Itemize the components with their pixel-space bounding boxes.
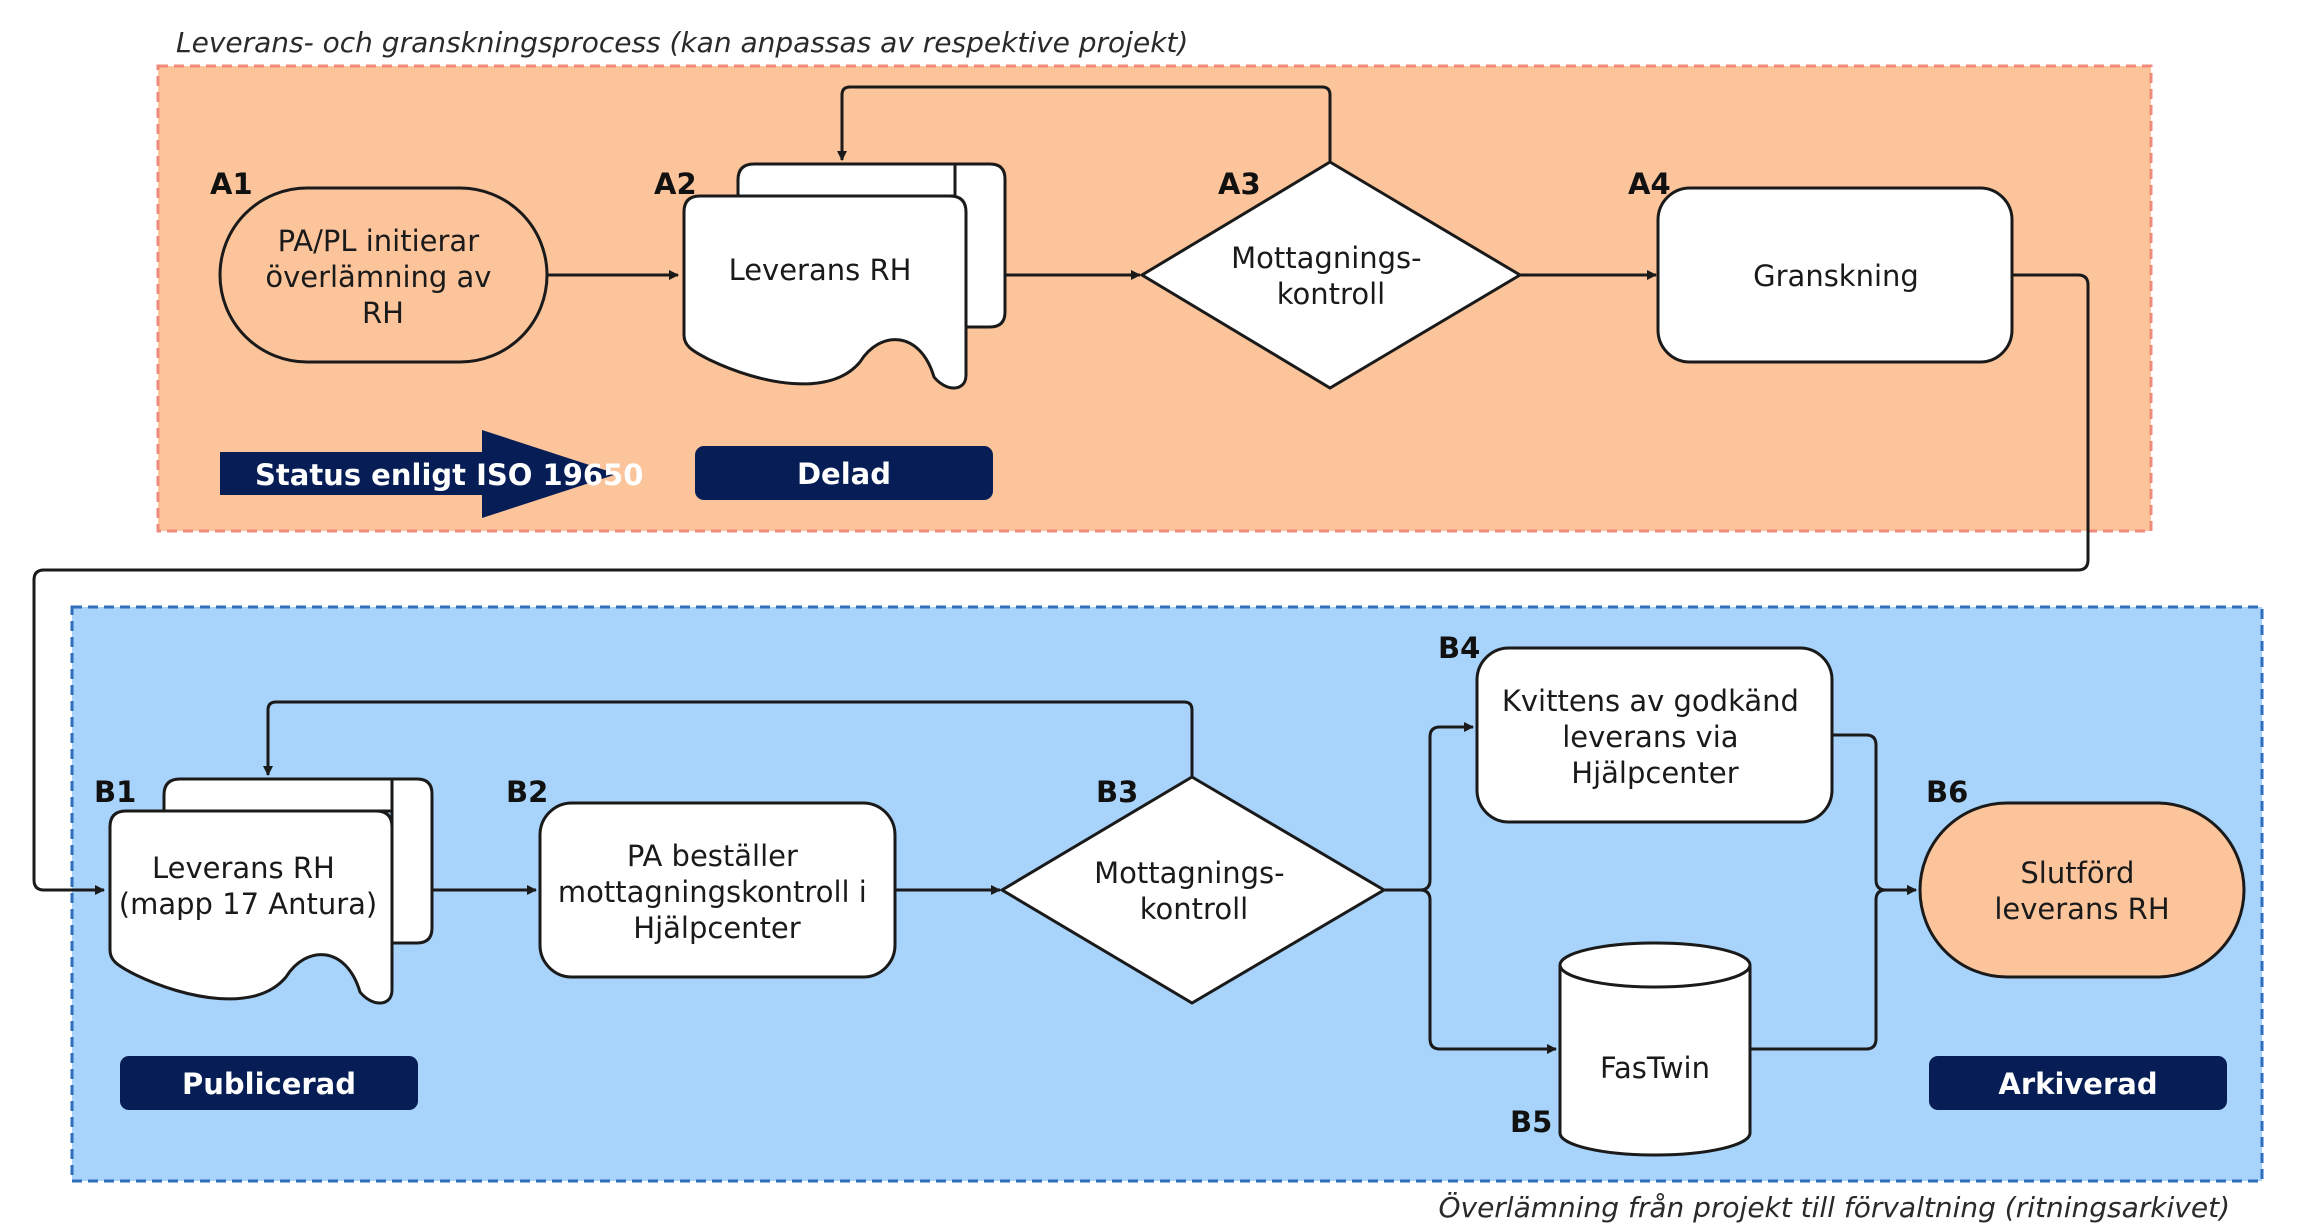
node-a4-label: Granskning xyxy=(1753,259,1919,293)
node-b6-label-line1: Slutförd xyxy=(2020,856,2134,890)
node-b3-label-line2: kontroll xyxy=(1140,892,1248,926)
node-b5-fastwin-database xyxy=(1558,941,1752,1157)
node-a3-mottagningskontroll xyxy=(1139,160,1523,390)
top-caption: Leverans- och granskningsprocess (kan an… xyxy=(176,26,1188,59)
status-badge-delad xyxy=(695,446,993,500)
node-a3-label-line1: Mottagnings- xyxy=(1231,241,1421,275)
node-b6-code: B6 xyxy=(1926,775,1968,809)
connector-a4-b1 xyxy=(32,273,2090,895)
node-b2-code: B2 xyxy=(506,775,548,809)
node-b1-label-line2: (mapp 17 Antura) xyxy=(119,887,377,921)
svg-text:PA beställer mottagningsko: PA beställer mottagningskontroll i Hjälp… xyxy=(558,839,876,945)
connector-b3-b5 xyxy=(1384,888,1557,1054)
node-b1-label-line1: Leverans RH xyxy=(152,851,335,885)
node-a2-leverans-rh xyxy=(682,162,1007,390)
status-badge-arkiverad xyxy=(1929,1056,2227,1110)
svg-text:Leverans RH (mapp 17 Antur: Leverans RH (mapp 17 Antura) xyxy=(119,851,377,921)
node-b2-label-line1: PA beställer xyxy=(627,839,798,873)
node-b6-slutford-leverans xyxy=(1918,801,2246,979)
status-badge-arkiverad-label: Arkiverad xyxy=(1998,1067,2157,1101)
connector-a3-a2-return xyxy=(837,85,1332,162)
node-b4-label-line2: leverans via xyxy=(1562,720,1738,754)
node-a3-code: A3 xyxy=(1218,167,1261,201)
node-a3-label-line2: kontroll xyxy=(1277,277,1385,311)
node-a4-granskning xyxy=(1656,186,2014,364)
node-b3-code: B3 xyxy=(1096,775,1138,809)
node-b3-mottagningskontroll xyxy=(999,775,1387,1005)
node-b5-label: FasTwin xyxy=(1600,1051,1710,1085)
svg-text:Slutförd leverans RH: Slutförd leverans RH xyxy=(1994,856,2169,926)
status-badge-publicerad-label: Publicerad xyxy=(182,1067,356,1101)
node-a2-label: Leverans RH xyxy=(729,253,912,287)
connector-b3-b1-return xyxy=(263,700,1194,777)
node-b4-code: B4 xyxy=(1438,631,1480,665)
node-a4-code: A4 xyxy=(1628,167,1671,201)
node-b5-code: B5 xyxy=(1510,1105,1552,1139)
bottom-caption: Överlämning från projekt till förvaltnin… xyxy=(1438,1190,2230,1224)
status-arrow-label: Status enligt ISO 19650 xyxy=(255,458,643,492)
node-b2-label-line2: mottagningskontroll i xyxy=(558,875,867,909)
node-b1-leverans-rh-mapp xyxy=(108,777,434,1005)
node-b3-label-line1: Mottagnings- xyxy=(1094,856,1284,890)
node-b2-pa-bestaller xyxy=(538,801,897,979)
svg-text:PA/PL initierar överlämnin: PA/PL initierar överlämning av RH xyxy=(265,224,500,330)
node-b1-code: B1 xyxy=(94,775,136,809)
node-b4-label-line3: Hjälpcenter xyxy=(1571,756,1738,790)
node-a1-initiera-overlamning xyxy=(218,186,549,364)
status-badge-publicerad xyxy=(120,1056,418,1110)
node-a2-code: A2 xyxy=(654,167,697,201)
svg-text:Mottagnings- kontroll: Mottagnings- kontroll xyxy=(1231,241,1431,311)
node-a1-label-line1: PA/PL initierar xyxy=(278,224,480,258)
node-b2-label-line3: Hjälpcenter xyxy=(633,911,800,945)
node-a1-label-line2: överlämning av xyxy=(265,260,491,294)
status-badge-delad-label: Delad xyxy=(797,457,891,491)
status-arrow xyxy=(220,430,617,518)
node-b4-label-line1: Kvittens av godkänd xyxy=(1502,684,1799,718)
connector-b5-b6 xyxy=(1750,885,1917,1051)
node-a1-label-line3: RH xyxy=(362,296,404,330)
svg-text:Kvittens av godkänd levera: Kvittens av godkänd leverans via Hjälpce… xyxy=(1502,684,1808,790)
svg-text:Mottagnings- kontroll: Mottagnings- kontroll xyxy=(1094,856,1294,926)
node-a1-code: A1 xyxy=(210,167,253,201)
node-b4-kvittens xyxy=(1475,646,1834,824)
node-b6-label-line2: leverans RH xyxy=(1994,892,2169,926)
